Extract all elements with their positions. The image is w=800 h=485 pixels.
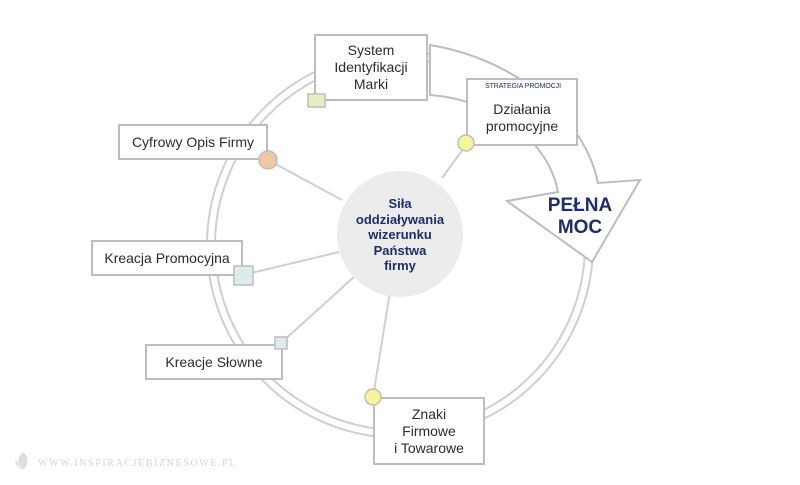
node-kreacje-slowne: Kreacje Słowne (145, 344, 283, 380)
node-kreacja-promocyjna: Kreacja Promocyjna (91, 240, 243, 276)
leaf-icon (15, 452, 28, 470)
spoke-kreacja (242, 251, 340, 276)
spoke-slowne (280, 276, 355, 344)
node-dzialania-label: Działania promocyjne (485, 101, 559, 134)
center-label: Siła oddziaływania wizerunku Państwa fir… (355, 196, 445, 273)
spoke-cyfrowy (267, 159, 343, 201)
marker-system (307, 93, 326, 108)
spoke-znaki (372, 291, 391, 398)
node-system-identyfikacji: System Identyfikacji Marki (314, 34, 428, 101)
marker-znaki (364, 388, 382, 406)
node-znaki-firmowe: Znaki Firmowe i Towarowe (373, 397, 485, 465)
marker-slowne (274, 336, 288, 350)
center-circle (337, 171, 463, 297)
watermark-text: WWW.INSPIRACJEBIZNESOWE.PL (38, 458, 238, 469)
arrow-label: PEŁNA MOC (547, 195, 613, 238)
node-cyfrowy-opis: Cyfrowy Opis Firmy (118, 124, 268, 160)
strategy-tag: STRATEGIA PROMOCJI (485, 83, 561, 90)
marker-kreacja (233, 265, 254, 286)
marker-dzialania (457, 134, 475, 152)
node-dzialania-promocyjne: Działania promocyjne (466, 78, 578, 146)
marker-cyfrowy (258, 150, 278, 170)
